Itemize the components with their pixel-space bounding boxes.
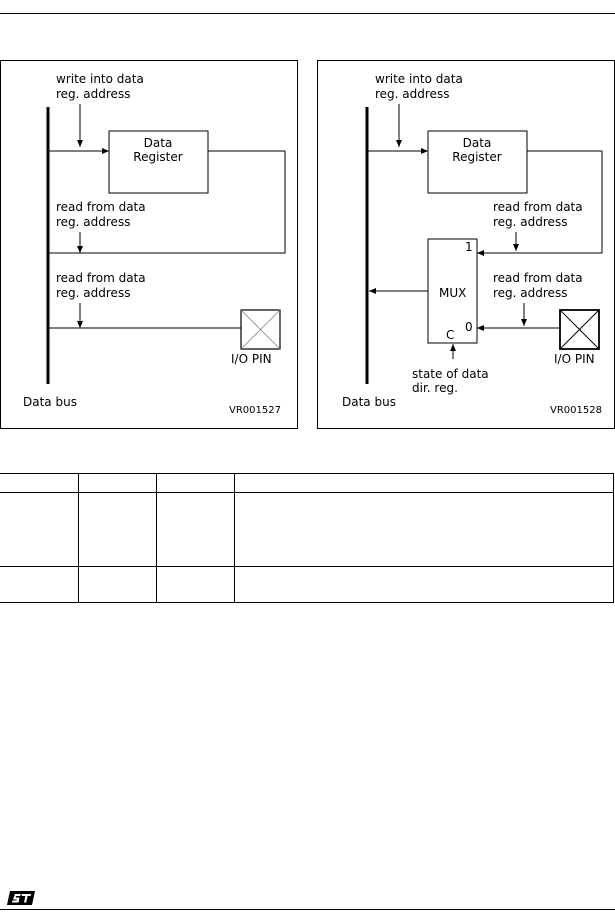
figure-code: VR001528 bbox=[550, 405, 602, 416]
read-label-1-line1: read from data bbox=[56, 200, 146, 214]
mux-label: MUX bbox=[439, 286, 466, 300]
read-label-1-line2: reg. address bbox=[493, 215, 567, 229]
io-pin-label: I/O PIN bbox=[231, 352, 272, 366]
read-label-2-line1: read from data bbox=[493, 271, 583, 285]
io-pin-cross-b bbox=[240, 309, 281, 350]
data-register-label-line1: Data bbox=[144, 136, 173, 150]
write-label-line1: write into data bbox=[375, 72, 463, 86]
read-label-2-line2: reg. address bbox=[493, 286, 567, 300]
read-label-1-line1: read from data bbox=[493, 200, 583, 214]
read-label-2-line1: read from data bbox=[56, 271, 146, 285]
figure-code: VR001527 bbox=[229, 405, 281, 416]
st-logo bbox=[6, 890, 36, 910]
mux-control-label: C bbox=[446, 328, 454, 342]
write-label-line2: reg. address bbox=[375, 87, 449, 101]
io-pin-cross-b bbox=[559, 309, 600, 350]
data-register-box bbox=[427, 130, 528, 194]
read-label-2-line2: reg. address bbox=[56, 286, 130, 300]
figure-input-mode-diagram: write into data reg. address Data Regist… bbox=[23, 72, 286, 416]
mux-input-0-label: 0 bbox=[465, 320, 473, 334]
figure-output-mode: write into data reg. address Data Regist… bbox=[317, 60, 615, 429]
data-bus-label: Data bus bbox=[342, 395, 396, 409]
figure-input-mode: write into data reg. address Data Regist… bbox=[0, 60, 298, 429]
io-pin-label: I/O PIN bbox=[554, 352, 595, 366]
register-to-mux-path bbox=[477, 150, 603, 256]
dir-label-line1: state of data bbox=[412, 367, 489, 381]
mux-box bbox=[427, 238, 478, 344]
data-register-label-line1: Data bbox=[463, 136, 492, 150]
footer-rule bbox=[0, 909, 615, 910]
pin-table bbox=[0, 473, 614, 603]
data-bus-label: Data bus bbox=[23, 395, 77, 409]
read-label-1-line2: reg. address bbox=[56, 215, 130, 229]
header-rule bbox=[0, 13, 615, 14]
data-register-box bbox=[108, 130, 209, 194]
figure-output-mode-diagram: write into data reg. address Data Regist… bbox=[342, 72, 603, 416]
dir-label-line2: dir. reg. bbox=[412, 381, 458, 395]
pin-table-grid bbox=[0, 473, 614, 603]
write-label-line1: write into data bbox=[56, 72, 144, 86]
write-label-line2: reg. address bbox=[56, 87, 130, 101]
data-register-label-line2: Register bbox=[452, 150, 501, 164]
register-readback-path bbox=[48, 150, 286, 254]
data-register-label-line2: Register bbox=[133, 150, 182, 164]
st-logo-mark bbox=[7, 891, 35, 905]
mux-input-1-label: 1 bbox=[465, 240, 473, 254]
